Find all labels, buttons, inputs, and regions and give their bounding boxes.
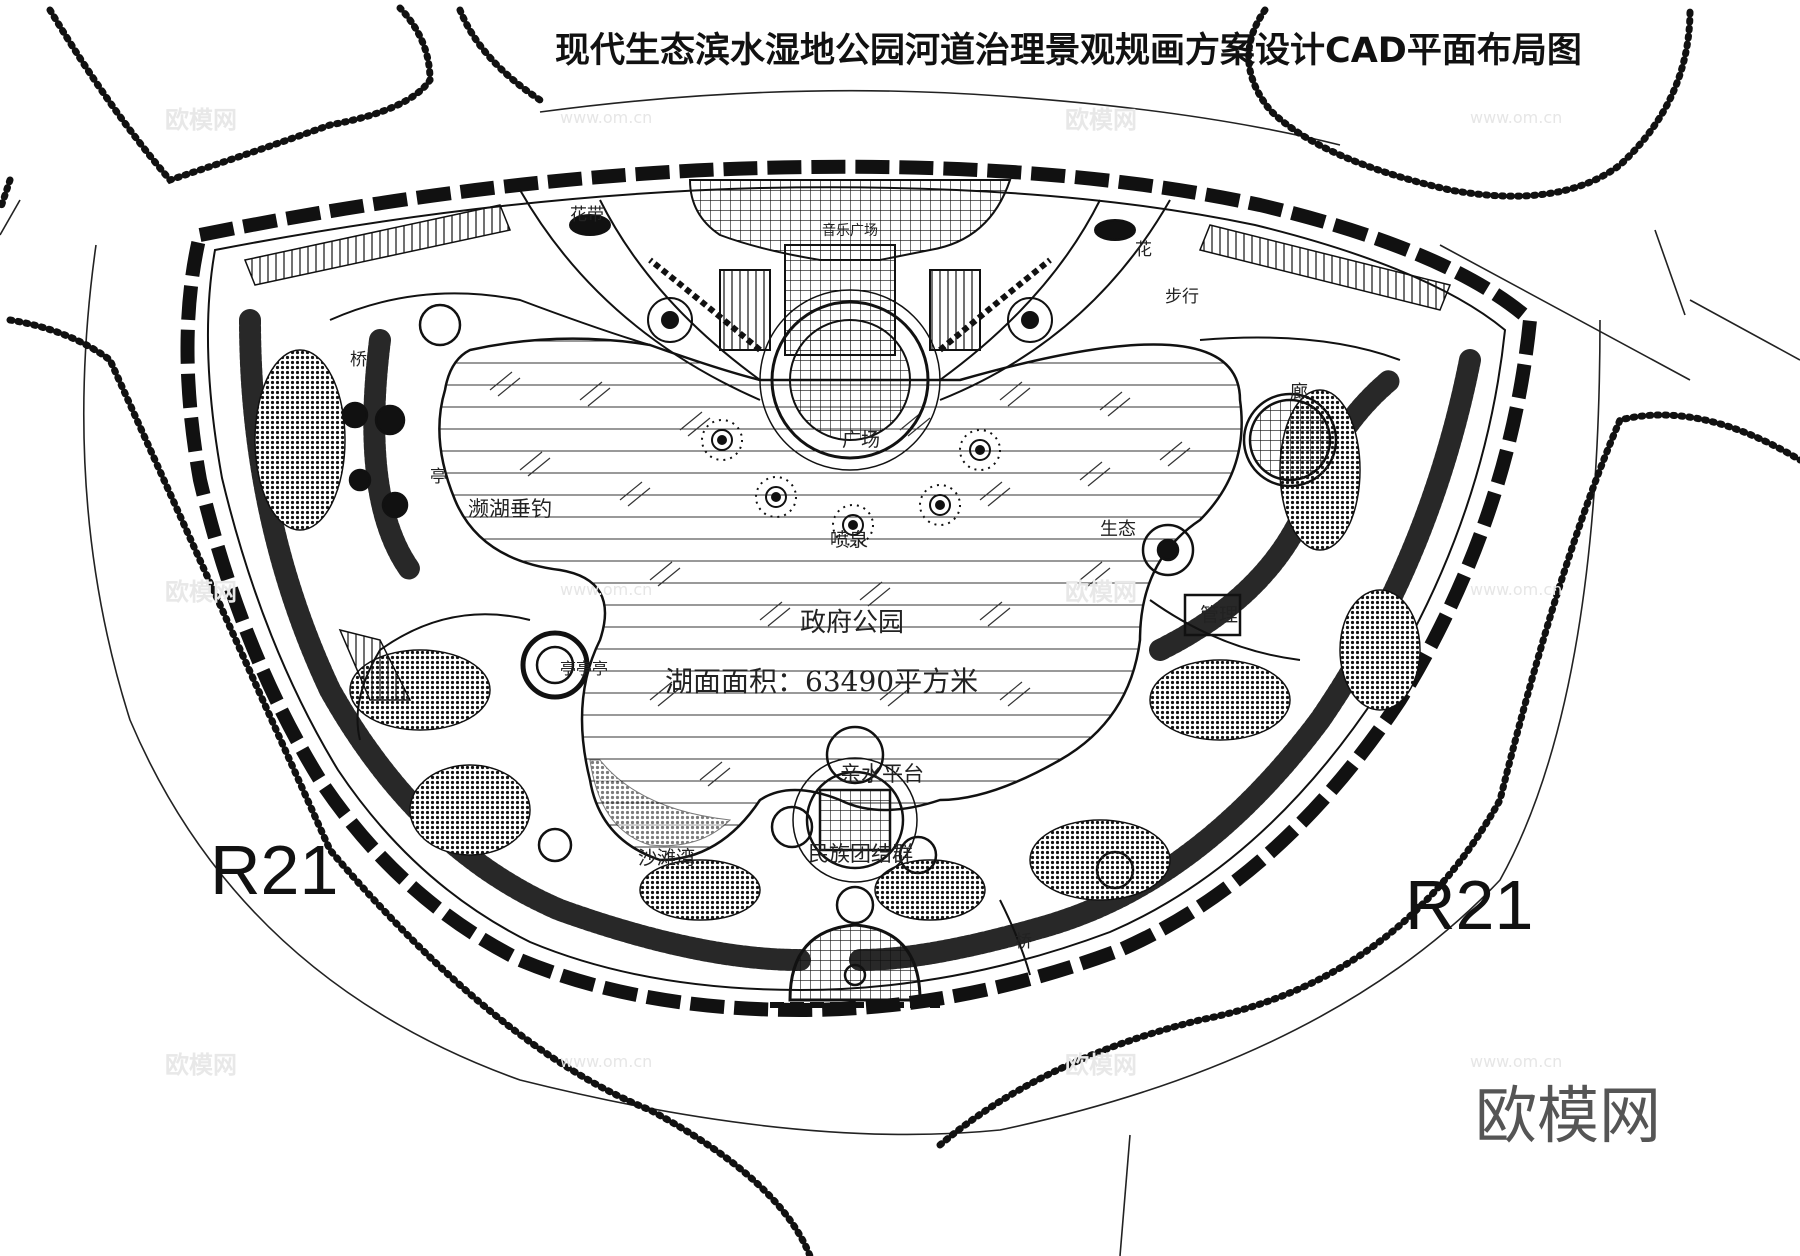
street-tree-rows [0,4,1800,1256]
circular-features [341,303,1338,890]
label-bridge-left: 桥 [350,350,367,370]
fountains [701,419,1001,546]
watermark-logo: 欧模网 [1475,1079,1662,1152]
label-pavilion: 亭 [430,467,447,487]
park-boundary [180,159,1538,1018]
label-walkway: 步行 [1165,287,1199,307]
label-lake-area: 湖面面积：63490平方米 [665,665,979,698]
watermark-url: www.om.cn [560,1052,653,1071]
watermark-url: www.om.cn [1470,108,1563,127]
label-top: 音乐广场 [822,223,878,239]
road-label-right: R21 [1405,866,1534,944]
watermark: 欧模网 [165,106,237,134]
lake [438,337,1243,862]
label-flower-bed-left: 花带 [570,205,604,225]
label-ethnic: 民族团结群 [808,842,913,866]
watermark-url: www.om.cn [1470,580,1563,599]
paths [329,292,1401,976]
label-eco: 生态 [1100,519,1136,540]
tree-clusters [254,349,1421,921]
label-management: 管理 [1200,604,1239,626]
watermark-url: www.om.cn [560,108,653,127]
label-sand-bay: 沙滩湾 [638,847,696,869]
sand-beach [589,759,732,847]
drawing-title: 现代生态滨水湿地公园河道治理景观规画方案设计CAD平面布局图 [555,31,1582,71]
label-park-name: 政府公园 [800,608,905,638]
watermark: 欧模网 [165,578,237,606]
watermark: 欧模网 [1065,106,1137,134]
watermark-url: www.om.cn [1470,1052,1563,1071]
watermark: 欧模网 [1065,578,1137,606]
label-bridge-bottom: 桥 [1015,932,1032,952]
label-flower-bed-right: 花 [1135,240,1152,260]
label-fountain: 喷泉 [830,529,869,551]
label-pavilion-2: 亭亭亭 [560,659,609,678]
watermark-url: www.om.cn [560,580,653,599]
label-platform: 亲水平台 [840,762,924,786]
walkway-strips [243,204,1452,701]
label-plaza: 广场 [842,429,881,451]
lake-ripples [489,371,1191,787]
watermark: 欧模网 [165,1051,237,1079]
road-label-left: R21 [210,831,339,909]
label-corridor: 廊 [1290,382,1308,403]
label-fishing: 濒湖垂钓 [468,497,552,521]
top-plaza [519,179,1171,471]
south-platform [770,725,940,1008]
road-edges [0,89,1800,1256]
watermark: 欧模网 [1065,1051,1137,1079]
